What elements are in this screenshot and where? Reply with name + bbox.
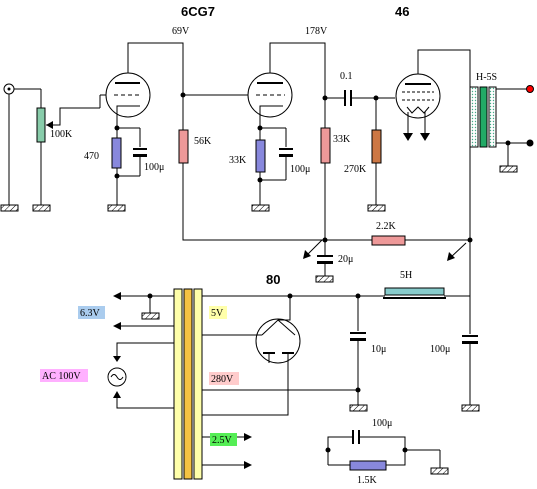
output-terminal-red [526, 85, 534, 93]
label-tap-63v: 6.3V [80, 308, 101, 319]
ground-symbol [107, 204, 126, 212]
ground-symbol [32, 204, 51, 212]
label-cathode-c2: 100μ [290, 164, 310, 175]
plate-resistor-56k [178, 92, 325, 241]
output-terminal-black [526, 139, 534, 147]
label-output-transformer: H-5S [476, 72, 497, 83]
tap-box-63v [78, 306, 105, 319]
heater-bias-network [325, 430, 449, 475]
tap-box-5v [209, 306, 227, 319]
filter-capacitor-2 [461, 296, 480, 412]
resistor-2-2k [371, 235, 406, 246]
label-tap-5v: 5V [211, 308, 224, 319]
label-ac-primary: AC 100V [42, 371, 81, 382]
label-volume-pot: 100K [50, 129, 73, 140]
ground-symbol [430, 467, 449, 475]
tube-label-46: 46 [395, 4, 409, 19]
ground-symbol [141, 312, 160, 320]
tap-box-280v [209, 372, 239, 385]
label-plate-r1: 56K [194, 136, 212, 147]
label-cathode-r1: 470 [84, 151, 99, 162]
label-plate-r2: 33K [333, 134, 351, 145]
label-tap-280v: 280V [211, 374, 234, 385]
triode-tube-1 [99, 42, 184, 118]
label-decoupling-c: 20μ [338, 254, 353, 265]
tube-label-6cg7: 6CG7 [181, 4, 215, 19]
ground-symbol [499, 165, 518, 173]
output-transformer [469, 80, 534, 240]
ground-symbol [349, 404, 368, 412]
output-tube-46 [395, 49, 471, 141]
label-filter-c2: 100μ [430, 344, 450, 355]
tap-box-ac [40, 369, 88, 382]
label-cathode-r2: 33K [229, 155, 247, 166]
label-choke: 5H [400, 270, 412, 281]
input-jack [0, 83, 41, 212]
choke-5h [290, 287, 470, 299]
decoupling-network [303, 235, 473, 296]
plate-resistor-33k [320, 95, 331, 257]
grid-resistor-270k [367, 95, 386, 212]
filter-capacitor-1 [208, 293, 368, 412]
coupling-capacitor [325, 90, 395, 106]
cathode-network-2 [251, 110, 293, 212]
label-dropping-r: 2.2K [376, 221, 397, 232]
resistor-1-5k [349, 460, 387, 471]
voltage-plate-1: 69V [172, 26, 190, 37]
triode-tube-2 [247, 42, 326, 118]
cathode-network-1 [107, 110, 147, 212]
label-coupling-c: 0.1 [340, 71, 353, 82]
ground-symbol [461, 404, 480, 412]
label-tap-25v: 2.5V [212, 435, 233, 446]
tube-label-80: 80 [266, 272, 280, 287]
ground-symbol [251, 204, 270, 212]
label-filter-c1: 10μ [371, 344, 386, 355]
ground-symbol [315, 275, 334, 283]
label-cathode-c1: 100μ [144, 162, 164, 173]
volume-potentiometer [32, 89, 100, 212]
ground-symbol [0, 204, 19, 212]
resistor-33k-cathode [255, 139, 266, 173]
label-heater-c: 100μ [372, 418, 392, 429]
power-transformer [107, 288, 290, 480]
rectifier-tube-80 [208, 293, 301, 416]
tap-box-25v [210, 433, 237, 446]
label-heater-r: 1.5K [357, 475, 378, 486]
voltage-plate-2: 178V [305, 26, 328, 37]
label-grid-r: 270K [344, 164, 367, 175]
ground-symbol [367, 204, 386, 212]
resistor-470 [111, 137, 122, 169]
